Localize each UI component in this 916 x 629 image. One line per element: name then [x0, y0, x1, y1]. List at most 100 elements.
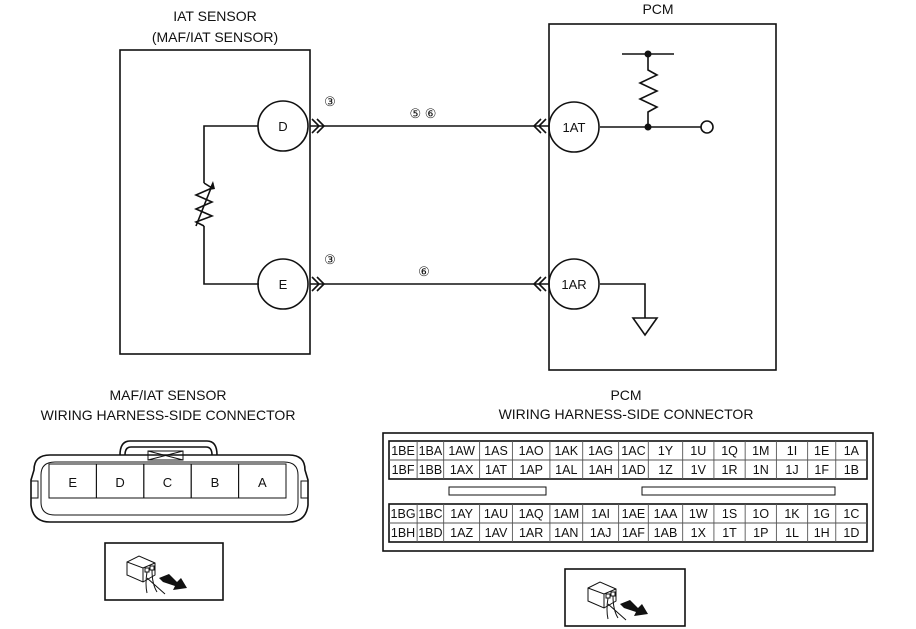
pcm-pin-1ap[interactable]: 1AP [511, 460, 543, 479]
pcm-pin-1d[interactable]: 1D [835, 523, 860, 542]
pcm-pin-1al[interactable]: 1AL [549, 460, 578, 479]
connector-male-icon [311, 276, 321, 292]
pcm-pin-1u[interactable]: 1U [682, 441, 707, 460]
pcm-pin-1ba[interactable]: 1BA [416, 441, 443, 460]
pcm-pin-label: 1E [814, 444, 829, 458]
pcm-pin-1h[interactable]: 1H [807, 523, 830, 542]
pcm-pin-1g[interactable]: 1G [807, 504, 830, 523]
pcm-pin-1az[interactable]: 1AZ [443, 523, 474, 542]
pcm-pin-label: 1V [691, 463, 707, 477]
sensor-connector-view: MAF/IAT SENSOR WIRING HARNESS-SIDE CONNE… [30, 387, 309, 601]
pcm-pin-1ak[interactable]: 1AK [549, 441, 579, 460]
pcm-pin-label: 1AI [591, 507, 610, 521]
terminal-1ar-label: 1AR [561, 277, 586, 292]
pcm-pin-1be[interactable]: 1BE [391, 444, 415, 458]
pcm-pin-1af[interactable]: 1AF [618, 523, 646, 542]
pcm-pin-label: 1F [814, 463, 829, 477]
pcm-pin-1p[interactable]: 1P [744, 523, 768, 542]
pcm-pin-label: 1H [814, 526, 830, 540]
pcm-pin-label: 1BB [419, 463, 443, 477]
pcm-pin-1l[interactable]: 1L [775, 523, 799, 542]
pcm-pin-1aq[interactable]: 1AQ [511, 504, 544, 523]
pcm-pin-1ax[interactable]: 1AX [443, 460, 474, 479]
pcm-pin-1bb[interactable]: 1BB [416, 460, 443, 479]
pcm-pin-1au[interactable]: 1AU [479, 504, 509, 523]
pcm-pin-1s[interactable]: 1S [713, 504, 737, 523]
sensor-pin-a[interactable]: A [238, 463, 287, 499]
sensor-pin-label: E [68, 475, 77, 490]
pcm-pin-1a[interactable]: 1A [835, 441, 860, 460]
pcm-pin-1j[interactable]: 1J [775, 460, 799, 479]
connector-ref-d: ③ [324, 94, 336, 109]
pcm-pin-1at[interactable]: 1AT [479, 460, 508, 479]
pcm-pin-1e[interactable]: 1E [807, 441, 830, 460]
pcm-pin-1am[interactable]: 1AM [549, 504, 579, 523]
pcm-pin-label: 1W [689, 507, 708, 521]
pcm-pin-1aw[interactable]: 1AW [443, 441, 475, 460]
pcm-pin-label: 1A [844, 444, 860, 458]
pcm-pin-label: 1U [690, 444, 706, 458]
sensor-connector-title-line1: MAF/IAT SENSOR [110, 387, 227, 403]
sensor-pin-e[interactable]: E [48, 463, 97, 499]
terminal-e[interactable]: E [257, 258, 309, 310]
pcm-pin-1ar[interactable]: 1AR [511, 523, 543, 542]
pcm-pin-1z[interactable]: 1Z [647, 460, 673, 479]
pcm-pin-1ad[interactable]: 1AD [618, 460, 646, 479]
pcm-pin-1y[interactable]: 1Y [647, 441, 674, 460]
sensor-pin-c[interactable]: C [143, 463, 192, 499]
pcm-pin-label: 1G [813, 507, 830, 521]
pcm-pin-1v[interactable]: 1V [682, 460, 707, 479]
terminal-1ar[interactable]: 1AR [548, 258, 600, 310]
pcm-pin-label: 1AW [448, 444, 475, 458]
ground-wire [600, 283, 646, 318]
pcm-pin-1ag[interactable]: 1AG [582, 441, 613, 460]
pcm-pin-1m[interactable]: 1M [744, 441, 769, 460]
pcm-pin-1aj[interactable]: 1AJ [582, 523, 612, 542]
pcm-pin-1k[interactable]: 1K [775, 504, 800, 523]
pcm-pin-label: 1J [785, 463, 798, 477]
pcm-pin-1c[interactable]: 1C [835, 504, 860, 523]
pcm-pin-1w[interactable]: 1W [682, 504, 708, 523]
pcm-pin-1f[interactable]: 1F [807, 460, 830, 479]
pcm-pin-label: 1AN [554, 526, 578, 540]
terminal-1at[interactable]: 1AT [548, 101, 600, 153]
pcm-pin-1bd[interactable]: 1BD [416, 523, 443, 542]
pcm-pin-label: 1AJ [590, 526, 612, 540]
pcm-pin-1i[interactable]: 1I [775, 441, 797, 460]
pcm-pin-label: 1AV [485, 526, 508, 540]
pcm-pin-1ae[interactable]: 1AE [618, 504, 646, 523]
connector-housing [30, 454, 309, 523]
pcm-pin-label: 1AC [621, 444, 645, 458]
pcm-pin-1aa[interactable]: 1AA [647, 504, 678, 523]
pcm-pin-1ab[interactable]: 1AB [647, 523, 677, 542]
pcm-pin-1o[interactable]: 1O [744, 504, 769, 523]
side-tab [300, 480, 309, 499]
pcm-pin-1av[interactable]: 1AV [479, 523, 508, 542]
pcm-pin-1ah[interactable]: 1AH [582, 460, 613, 479]
pcm-pin-1x[interactable]: 1X [682, 523, 707, 542]
pcm-pin-1bf[interactable]: 1BF [392, 463, 415, 477]
pcm-pin-1bc[interactable]: 1BC [416, 504, 443, 523]
pcm-pin-1ao[interactable]: 1AO [511, 441, 544, 460]
wire-e-to-1ar: ③ ⑥ [310, 252, 549, 292]
pcm-pin-1ac[interactable]: 1AC [618, 441, 646, 460]
pcm-pin-1r[interactable]: 1R [713, 460, 738, 479]
pcm-pin-1b[interactable]: 1B [835, 460, 859, 479]
sensor-pin-d[interactable]: D [95, 463, 145, 499]
pcm-pin-label: 1R [722, 463, 738, 477]
pcm-pin-label: 1K [784, 507, 800, 521]
signal-output-terminal-icon [700, 120, 714, 134]
pcm-pin-1t[interactable]: 1T [713, 523, 737, 542]
pcm-pin-1bh[interactable]: 1BH [391, 526, 415, 540]
pcm-pin-1ai[interactable]: 1AI [582, 504, 610, 523]
pcm-pin-1as[interactable]: 1AS [479, 441, 508, 460]
terminal-d[interactable]: D [257, 100, 309, 152]
pcm-pin-1ay[interactable]: 1AY [443, 504, 474, 523]
sensor-pin-b[interactable]: B [190, 463, 240, 499]
pcm-pin-1q[interactable]: 1Q [713, 441, 738, 460]
pcm-pin-label: 1P [753, 526, 768, 540]
latch-inner [124, 446, 213, 456]
pcm-pin-1n[interactable]: 1N [744, 460, 769, 479]
pcm-pin-1bg[interactable]: 1BG [391, 507, 416, 521]
pcm-pin-1an[interactable]: 1AN [549, 523, 579, 542]
